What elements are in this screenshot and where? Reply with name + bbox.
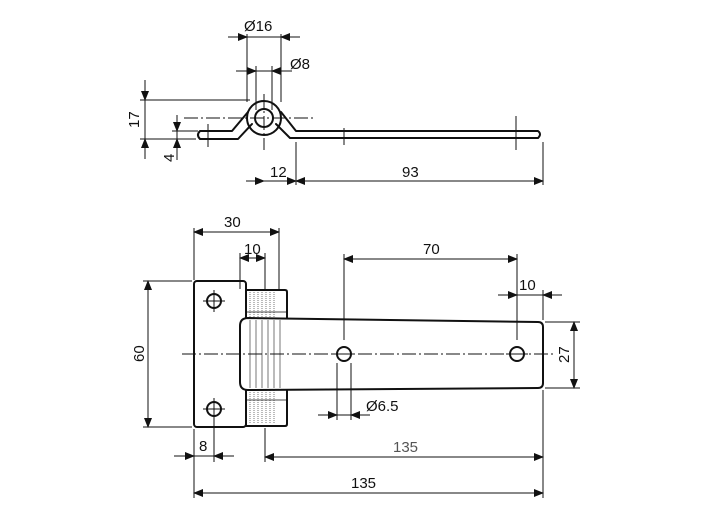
dim-text-70: 70 bbox=[423, 241, 440, 258]
dim-text-60: 60 bbox=[131, 345, 148, 362]
dim-text-4: 4 bbox=[161, 154, 178, 162]
dim-text-135-overall: 135 bbox=[351, 475, 376, 492]
dim-text-10-knuckle: 10 bbox=[244, 241, 261, 258]
side-right-leaf bbox=[275, 111, 541, 139]
dim-text-12: 12 bbox=[270, 164, 287, 181]
dim-text-d8: Ø8 bbox=[290, 56, 310, 73]
dim-text-10-edge: 10 bbox=[519, 277, 536, 294]
dim-text-93: 93 bbox=[402, 164, 419, 181]
dim-text-135-leaf: 135 bbox=[393, 439, 418, 456]
side-view: Ø16 Ø8 17 4 12 93 bbox=[126, 18, 544, 185]
dim-text-17: 17 bbox=[126, 111, 143, 128]
dim-text-d16: Ø16 bbox=[244, 18, 272, 35]
flange-hole-top bbox=[203, 290, 225, 312]
flange-hole-bottom bbox=[203, 398, 225, 420]
dim-text-30: 30 bbox=[224, 214, 241, 231]
dim-text-27: 27 bbox=[556, 346, 573, 363]
dim-text-8: 8 bbox=[199, 438, 207, 455]
side-left-flange bbox=[197, 111, 253, 140]
dim-text-d6-5: Ø6.5 bbox=[366, 398, 399, 415]
top-view: 30 10 70 10 60 27 8 bbox=[131, 214, 580, 498]
